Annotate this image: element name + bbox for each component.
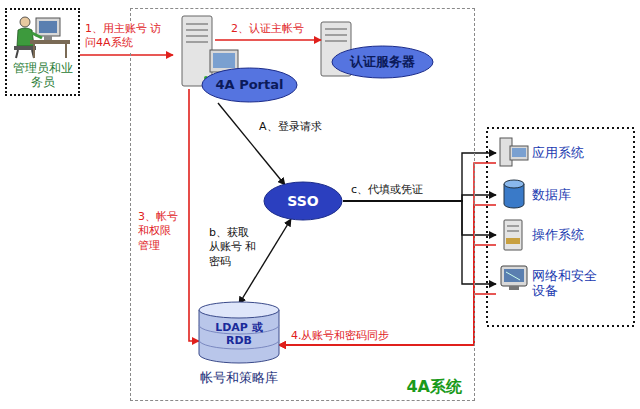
node-text: SSO	[271, 181, 335, 221]
edge-label: 3、帐号 和权限 管理	[137, 210, 183, 253]
ellipse-shape	[319, 19, 434, 79]
black-connector	[343, 201, 496, 235]
network-device-icon	[501, 266, 527, 290]
red-connector	[215, 39, 321, 41]
node-text: 网络和安全设备	[532, 262, 606, 306]
black-connector	[343, 153, 496, 201]
black-connector	[218, 103, 285, 185]
systems-region	[487, 128, 634, 326]
person-icon	[14, 17, 70, 58]
target-system: 应用系统	[496, 136, 626, 170]
node-text: LDAP 或RDB	[215, 321, 263, 347]
edge-label: 4.从账号和密码同步	[290, 329, 391, 343]
edge-label: A、登录请求	[258, 120, 323, 134]
edge-label: 2、认证主帐号	[230, 22, 305, 36]
node-caption: 帐号和策略库	[190, 371, 288, 386]
node-text: 数据库	[532, 178, 624, 212]
node-text: 认证服务器	[339, 45, 426, 79]
node-text: 应用系统	[532, 136, 624, 170]
account-db: LDAP 或RDB帐号和策略库	[196, 301, 286, 389]
database-icon	[504, 180, 524, 208]
target-system: 操作系统	[496, 218, 626, 252]
red-connector	[189, 89, 199, 341]
edge-label: b、获取 从账号 和密码	[208, 226, 258, 269]
node-text: 操作系统	[532, 218, 624, 252]
red-connector	[279, 205, 496, 345]
os-server-icon	[504, 220, 522, 250]
node-text: 4A系统	[406, 378, 462, 396]
node-text: 4A Portal	[209, 67, 290, 103]
auth-server-node: 认证服务器	[319, 19, 434, 79]
app-system-icon	[500, 138, 528, 166]
red-connector	[279, 294, 496, 345]
edge-label: c、代填或凭证	[350, 183, 424, 197]
red-connector	[80, 54, 173, 56]
target-system: 数据库	[496, 178, 626, 212]
node-text: 管理员和业务员	[11, 62, 74, 90]
black-connector	[343, 201, 496, 284]
edge-label: 1、用主账号 访问4A系统	[84, 22, 170, 51]
actor-box: 管理员和业务员	[5, 8, 80, 96]
red-connector	[279, 245, 496, 345]
target-system: 网络和安全设备	[496, 262, 626, 306]
sso-node: SSO	[263, 181, 343, 221]
